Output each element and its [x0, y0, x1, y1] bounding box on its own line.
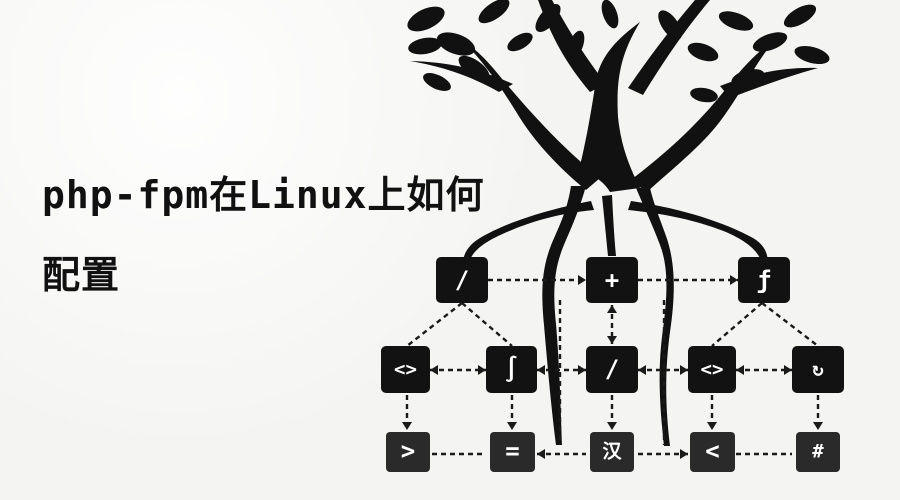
svg-text:∫: ∫ — [504, 355, 518, 383]
slash-icon: / — [436, 257, 488, 303]
svg-text:/: / — [455, 266, 469, 294]
hash-icon: # — [796, 432, 840, 472]
equals-icon: = — [490, 432, 535, 472]
svg-text:=: = — [505, 437, 519, 465]
function-icon: ƒ — [738, 257, 790, 303]
less-than-icon: < — [690, 432, 735, 472]
code-tags-icon: <> — [381, 346, 430, 393]
page-title-line-2: 配置 — [42, 253, 121, 297]
code-brackets-icon: <> — [688, 346, 736, 393]
chinese-character-icon: 汉 — [590, 432, 634, 472]
svg-text:<: < — [705, 437, 719, 465]
svg-text:#: # — [812, 441, 824, 463]
svg-text:<>: <> — [394, 359, 417, 381]
svg-text:+: + — [605, 266, 619, 294]
refresh-icon: ↻ — [792, 346, 844, 393]
icon-grid: / + ƒ <> ∫ / — [381, 257, 844, 472]
svg-text:>: > — [401, 437, 415, 465]
svg-text:<>: <> — [701, 359, 724, 381]
svg-text:ƒ: ƒ — [757, 266, 771, 294]
plus-icon: + — [586, 257, 638, 303]
connector-arrows — [402, 275, 823, 459]
svg-text:汉: 汉 — [602, 441, 622, 463]
svg-text:↻: ↻ — [812, 359, 823, 381]
svg-text:/: / — [605, 355, 619, 383]
integral-icon: ∫ — [486, 346, 537, 393]
greater-than-icon: > — [386, 432, 430, 472]
slash-icon-middle: / — [586, 346, 638, 393]
page-title-line-1: php-fpm在Linux上如何 — [42, 173, 485, 217]
